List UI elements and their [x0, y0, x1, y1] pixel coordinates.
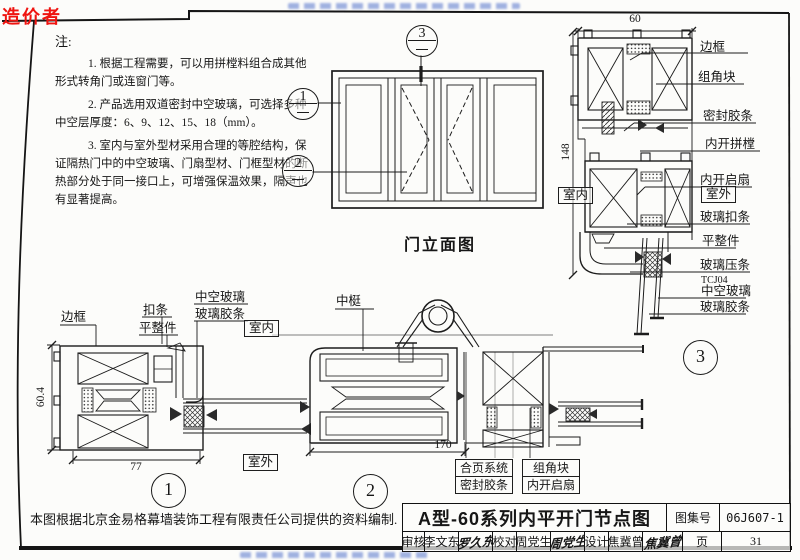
label-frame: 边框 [700, 40, 726, 54]
label-inward-sash: 内开启扇 [523, 476, 580, 493]
label-mullion-joint: 内开拼樘 [705, 137, 756, 151]
label-glass-gasket: 玻璃胶条 [700, 300, 751, 314]
label-mullion: 中梃 [336, 294, 362, 308]
signature-row: 审核 李文东 罗久东 校对 周党生 周党生 设计 焦冀曾 焦冀曾 页 31 [403, 532, 790, 551]
elevation-caption: 门立面图 [403, 237, 477, 254]
label-corner-block: 组角块 [533, 461, 570, 475]
source-note: 本图根据北京金易格幕墙装饰工程有限责任公司提供的资料编制. [30, 512, 398, 527]
title-block: A型-60系列内平开门节点图 图集号 06J607-1 审核 李文东 罗久东 校… [402, 503, 791, 552]
atlas-number: 06J607-1 [726, 510, 784, 525]
dim-60: 60 [629, 13, 641, 25]
callout-2-top: 2 [282, 155, 314, 187]
note-line: 证隔热门中的中空玻璃、门扇型材、门框型材的断 [55, 158, 308, 170]
title-row: A型-60系列内平开门节点图 图集号 06J607-1 [403, 504, 790, 532]
atlas-number-label: 图集号 [667, 504, 720, 531]
note-line: 3. 室内与室外型材采用合理的等腔结构，保 [88, 140, 307, 152]
callout-2-detail: 2 [353, 474, 388, 509]
dim-77: 77 [130, 461, 142, 473]
signature: 周党生 [551, 534, 585, 551]
label-outside: 室外 [243, 454, 279, 471]
label-leveler: 平整件 [702, 234, 740, 248]
detail3-drawing [568, 26, 760, 336]
callout-number: 1 [164, 479, 173, 499]
callout-number: 1 [299, 89, 307, 104]
signature: 焦冀曾 [643, 534, 682, 551]
label-glass-code: TCJ04 [701, 275, 728, 286]
fineprint-watermark-top [288, 3, 520, 9]
label-glass-clip: 玻璃扣条 [700, 210, 751, 224]
label-corner-block: 组角块 [698, 70, 736, 84]
designer-signature: 焦冀曾 [643, 532, 683, 551]
sheet-title: A型-60系列内平开门节点图 [403, 504, 667, 531]
callout-1-top: 1 [287, 88, 319, 120]
note-line: 热部分处于同一接口上，可增强保温效果，隔声也 [55, 176, 308, 188]
proofer-name: 周党生 [517, 532, 551, 551]
label-glass-gasket: 玻璃胶条 [195, 307, 246, 321]
design-label: 设计 [585, 532, 609, 551]
reviewer-signature: 罗久东 [459, 532, 493, 551]
designer-name: 焦冀曾 [609, 532, 643, 551]
note-line: 中空层厚度：6、9、12、15、18（mm）。 [55, 117, 263, 129]
label-insulating-glass: 中空玻璃 [701, 284, 752, 298]
label-hinge-system: 合页系统 [460, 461, 509, 475]
callout-number: 3 [696, 346, 705, 366]
proof-label: 校对 [493, 532, 517, 551]
label-outside: 室外 [701, 186, 737, 203]
dim-148: 148 [560, 143, 572, 161]
proofer-signature: 周党生 [551, 532, 585, 551]
callout-number: 3 [418, 26, 426, 41]
detail2-drawing [272, 299, 644, 458]
callout-3-top: 3 [406, 25, 438, 57]
callout-number: 2 [294, 156, 302, 171]
label-clip: 扣条 [143, 303, 169, 317]
label-glazing-bead: 玻璃压条 [700, 258, 751, 272]
label-inside: 室内 [558, 187, 594, 204]
page-label: 页 [683, 532, 722, 551]
notes-title: 注: [55, 34, 72, 49]
label-seal-strip: 密封胶条 [703, 109, 754, 123]
note-3: 3. 室内与室外型材采用合理的等腔结构，保 证隔热门中的中空玻璃、门扇型材、门框… [55, 137, 325, 209]
review-label: 审核 [403, 532, 425, 551]
detail1-drawing [47, 303, 311, 465]
note-line: 1. 根据工程需要，可以用拼樘料组合成其他 [88, 58, 307, 70]
callout-1-detail: 1 [151, 473, 186, 508]
dim-170: 170 [434, 439, 452, 451]
label-inward-sash: 内开启扇 [700, 173, 751, 187]
callout-3-detail: 3 [683, 340, 718, 375]
label-hinge-seal-group: 合页系统 密封胶条 [455, 459, 514, 494]
label-seal-strip: 密封胶条 [456, 476, 513, 493]
note-1: 1. 根据工程需要，可以用拼樘料组合成其他 形式转角门或连窗门等。 [55, 55, 325, 91]
note-2: 2. 产品选用双道密封中空玻璃，可选择多种 中空层厚度：6、9、12、15、18… [55, 96, 325, 132]
callout-number: 2 [366, 480, 375, 500]
label-inside: 室内 [244, 320, 280, 337]
label-corner-sash-group: 组角块 内开启扇 [522, 459, 581, 494]
label-leveler: 平整件 [139, 321, 177, 335]
note-line: 2. 产品选用双道密封中空玻璃，可选择多种 [88, 99, 307, 111]
label-frame: 边框 [61, 310, 87, 324]
reviewer-name: 李文东 [425, 532, 459, 551]
dim-60-4: 60.4 [35, 386, 47, 408]
brand-watermark: 造价者 [2, 7, 62, 27]
note-line: 形式转角门或连窗门等。 [55, 76, 182, 88]
page-number: 31 [750, 534, 762, 548]
note-line: 有显著提高。 [55, 194, 124, 206]
notes-block: 注: 1. 根据工程需要，可以用拼樘料组合成其他 形式转角门或连窗门等。 2. … [55, 33, 325, 214]
signature: 罗久东 [459, 534, 493, 551]
elevation-drawing [312, 55, 544, 209]
label-insulating-glass: 中空玻璃 [195, 290, 246, 304]
fineprint-watermark-bottom [240, 552, 430, 558]
